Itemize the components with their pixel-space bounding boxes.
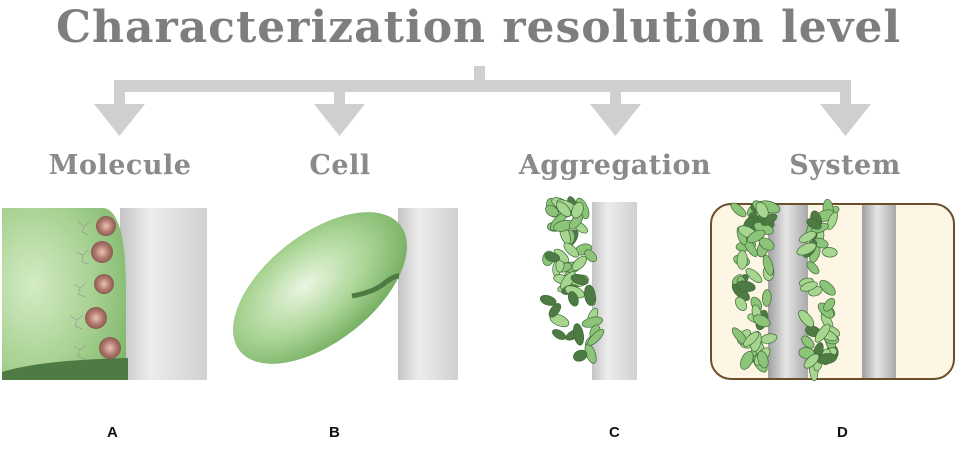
bacterium-cell (806, 218, 822, 230)
bacterium-cell (563, 242, 579, 258)
bacterium-cell (823, 298, 836, 312)
bacterium-cell (736, 250, 748, 270)
bacterial-aggregate (539, 196, 605, 364)
biofilm-column (796, 198, 841, 382)
system-illustration (710, 198, 955, 382)
bacterium-cell (800, 281, 818, 292)
surface (592, 202, 637, 380)
bacterium-cell (573, 349, 588, 362)
bacterium-cell (746, 229, 766, 244)
bacterium-cell (798, 231, 817, 243)
bacterium-cell (806, 261, 820, 275)
bacterium-cell (801, 335, 815, 349)
bacterium-cell (548, 303, 562, 318)
bacterium-cell (762, 254, 774, 276)
surface (398, 208, 458, 380)
adhesion-molecules (85, 216, 121, 359)
pillar (862, 205, 896, 378)
bacterium-cell (755, 201, 769, 219)
bacterium-cell (821, 247, 838, 258)
bacterium-cell (752, 314, 771, 328)
bacterium-cell (587, 328, 605, 346)
bacterium-cell (730, 202, 747, 218)
bacterium-cell (757, 350, 769, 369)
molecule-networks (69, 221, 91, 360)
bacterium-cell (803, 353, 820, 369)
level-label-molecule: Molecule (48, 150, 192, 181)
bacterium-cell (539, 294, 557, 306)
bacterium-cell (545, 205, 559, 218)
panel-label-c: C (609, 424, 620, 441)
bacterium-cell (819, 279, 836, 296)
level-label-aggregation: Aggregation (518, 150, 712, 181)
biofilm-column (730, 200, 781, 373)
bacterium-cell (572, 323, 585, 346)
page-title: Characterization resolution level (55, 2, 902, 53)
bacterium-cell (740, 350, 754, 370)
bacterium-cell (556, 201, 572, 217)
bacterium-cell (584, 284, 596, 306)
level-label-system: System (789, 150, 901, 181)
panel-label-a: A (107, 424, 118, 441)
bacterium-cell (544, 251, 561, 263)
bacterium-cell (552, 329, 566, 340)
bacterium (233, 212, 407, 364)
bacterium-cell (584, 249, 597, 263)
bacterium-cell (736, 280, 756, 292)
bacterium-cell (745, 268, 763, 284)
bacterium-cell (796, 242, 817, 256)
bacterium-cell (743, 331, 760, 347)
level-label-cell: Cell (309, 150, 371, 181)
bacterium-cell (571, 202, 584, 219)
bacterium-cell (798, 310, 815, 328)
bacterium-cell (826, 211, 838, 231)
bacterium-cell (570, 274, 589, 286)
pilus (351, 273, 400, 299)
bacterium-cell (762, 289, 772, 307)
bacterium-cell (814, 323, 831, 343)
cell-fold (2, 358, 128, 380)
molecule-illustration (2, 208, 207, 380)
panel-label-b: B (329, 424, 340, 441)
surface (120, 208, 207, 380)
bacterium-cell (567, 291, 579, 307)
panel-label-d: D (837, 424, 848, 441)
bacterium-cell (735, 296, 747, 311)
branch-connector (94, 66, 871, 136)
cell-illustration (233, 208, 458, 380)
